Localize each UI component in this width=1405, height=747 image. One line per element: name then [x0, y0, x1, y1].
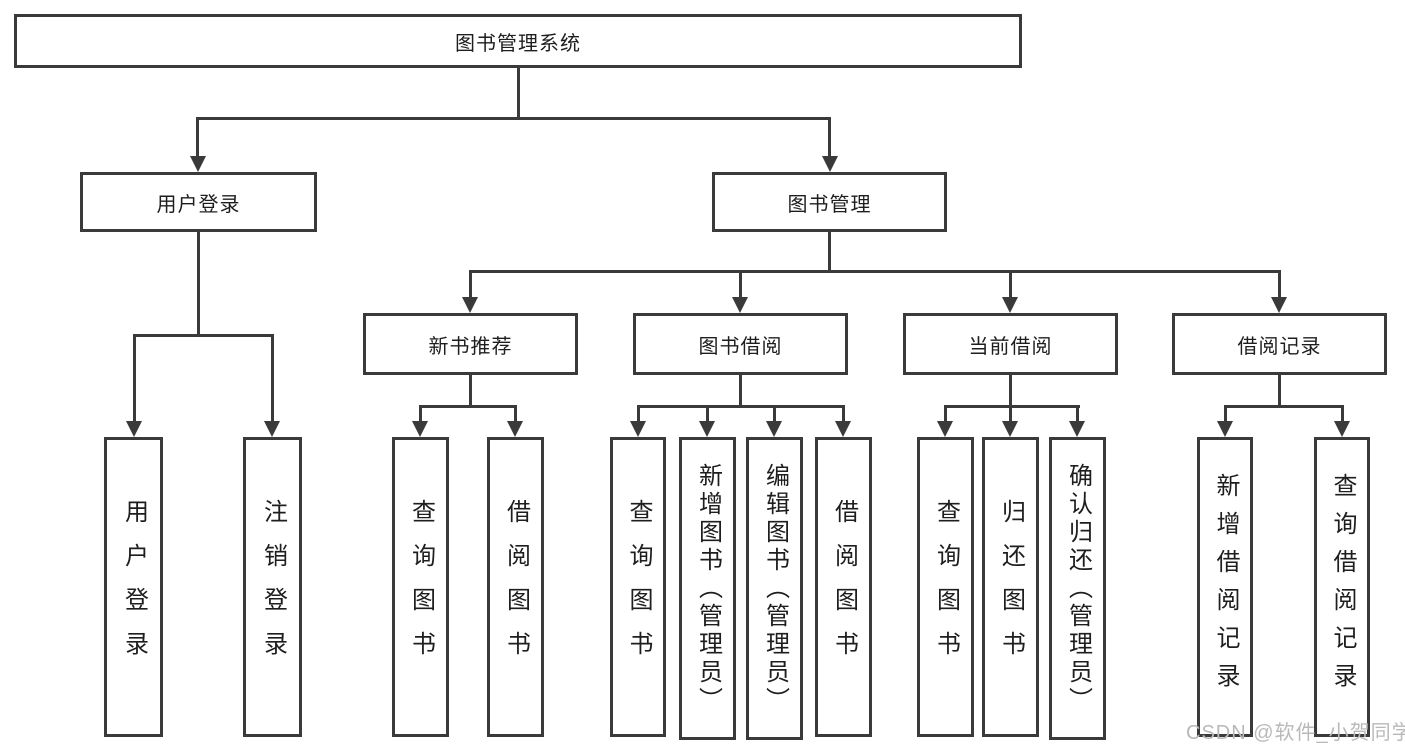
- connector-arrow-stem: [842, 405, 845, 421]
- node-book-borrowing-label: 图书借阅: [698, 335, 783, 358]
- leaf-user-login-label: 用户登录: [120, 499, 148, 675]
- connector-arrow-stem: [1341, 405, 1344, 421]
- leaf-add-borrow-record: 新增借阅记录: [1197, 437, 1253, 737]
- leaf-edit-books-admin: 编辑图书（管理员）: [746, 437, 803, 740]
- leaf-query-books: 查询图书: [610, 437, 666, 737]
- node-current-borrowing-label: 当前借阅: [968, 335, 1053, 358]
- connector-arrow-stem: [1076, 405, 1079, 421]
- arrowhead: [822, 156, 838, 172]
- connector-arrow-stem: [419, 405, 422, 421]
- connector-arrow-stem: [828, 117, 831, 158]
- connector-arrow-stem: [1009, 270, 1012, 298]
- connector-arrow-stem: [944, 405, 947, 421]
- connector-arrow-stem: [1278, 270, 1281, 298]
- leaf-add-books-admin: 新增图书（管理员）: [679, 437, 736, 740]
- leaf-add-books-admin-label: 新增图书（管理员）: [694, 462, 722, 715]
- connector-arrow-stem: [637, 405, 640, 421]
- leaf-borrow-books: 借阅图书: [487, 437, 544, 737]
- connector-stem: [1009, 375, 1012, 408]
- csdn-watermark: CSDN @软件_小贺同学: [1186, 722, 1405, 744]
- connector-arrow-stem: [1224, 405, 1227, 421]
- arrowhead: [264, 421, 280, 437]
- arrowhead: [1334, 421, 1350, 437]
- connector-arrow-stem: [469, 270, 472, 298]
- leaf-query-books-label: 查询图书: [625, 499, 652, 675]
- leaf-return-books: 归还图书: [982, 437, 1039, 737]
- leaf-query-borrow-record-label: 查询借阅记录: [1329, 473, 1356, 701]
- arrowhead: [412, 421, 428, 437]
- leaf-logout-login: 注销登录: [243, 437, 302, 737]
- connector-bracket: [196, 117, 831, 120]
- arrowhead: [835, 421, 851, 437]
- connector-stem: [828, 232, 831, 272]
- connector-arrow-stem: [773, 405, 776, 421]
- node-borrowing-records-label: 借阅记录: [1237, 335, 1322, 358]
- connector-bracket: [133, 334, 274, 337]
- node-book-borrowing: 图书借阅: [633, 313, 848, 375]
- leaf-query-books: 查询图书: [392, 437, 449, 737]
- connector-bracket: [944, 405, 1080, 408]
- node-new-book-recommendation: 新书推荐: [363, 313, 578, 375]
- leaf-query-books: 查询图书: [917, 437, 974, 737]
- connector-arrow-stem: [133, 334, 136, 421]
- connector-stem: [739, 375, 742, 408]
- connector-stem: [197, 232, 200, 336]
- connector-arrow-stem: [739, 270, 742, 298]
- leaf-confirm-return-admin: 确认归还（管理员）: [1049, 437, 1106, 740]
- node-user-login-label: 用户登录: [156, 193, 241, 216]
- arrowhead: [507, 421, 523, 437]
- arrowhead: [732, 297, 748, 313]
- connector-bracket: [637, 405, 845, 408]
- connector-bracket: [469, 270, 1281, 273]
- arrowhead: [937, 421, 953, 437]
- connector-stem: [469, 375, 472, 408]
- arrowhead: [1002, 297, 1018, 313]
- arrowhead: [766, 421, 782, 437]
- leaf-query-borrow-record: 查询借阅记录: [1314, 437, 1370, 737]
- leaf-return-books-label: 归还图书: [997, 499, 1025, 675]
- node-current-borrowing: 当前借阅: [903, 313, 1118, 375]
- node-root: 图书管理系统: [14, 14, 1022, 68]
- connector-stem: [1278, 375, 1281, 408]
- node-user-login: 用户登录: [80, 172, 317, 232]
- node-new-book-recommendation-label: 新书推荐: [428, 335, 513, 358]
- connector-arrow-stem: [1009, 405, 1012, 421]
- connector-bracket: [419, 405, 517, 408]
- leaf-borrow-books-label: 借阅图书: [502, 499, 530, 675]
- arrowhead: [462, 297, 478, 313]
- leaf-borrow-books: 借阅图书: [815, 437, 872, 737]
- leaf-user-login: 用户登录: [104, 437, 163, 737]
- arrowhead: [1271, 297, 1287, 313]
- arrowhead: [126, 421, 142, 437]
- leaf-query-books-label: 查询图书: [932, 499, 960, 675]
- connector-stem: [517, 68, 520, 119]
- connector-bracket: [1224, 405, 1344, 408]
- arrowhead: [1002, 421, 1018, 437]
- leaf-confirm-return-admin-label: 确认归还（管理员）: [1064, 462, 1092, 715]
- node-borrowing-records: 借阅记录: [1172, 313, 1387, 375]
- leaf-logout-login-label: 注销登录: [259, 499, 287, 675]
- connector-arrow-stem: [196, 117, 199, 158]
- node-root-label: 图书管理系统: [455, 32, 581, 55]
- arrowhead: [190, 156, 206, 172]
- connector-arrow-stem: [706, 405, 709, 421]
- leaf-query-books-label: 查询图书: [407, 499, 435, 675]
- leaf-borrow-books-label: 借阅图书: [830, 499, 858, 675]
- leaf-edit-books-admin-label: 编辑图书（管理员）: [761, 462, 789, 715]
- connector-arrow-stem: [514, 405, 517, 421]
- arrowhead: [630, 421, 646, 437]
- connector-arrow-stem: [271, 334, 274, 421]
- node-book-management: 图书管理: [712, 172, 947, 232]
- leaf-add-borrow-record-label: 新增借阅记录: [1212, 473, 1239, 701]
- arrowhead: [1069, 421, 1085, 437]
- arrowhead: [699, 421, 715, 437]
- node-book-management-label: 图书管理: [787, 193, 872, 216]
- arrowhead: [1217, 421, 1233, 437]
